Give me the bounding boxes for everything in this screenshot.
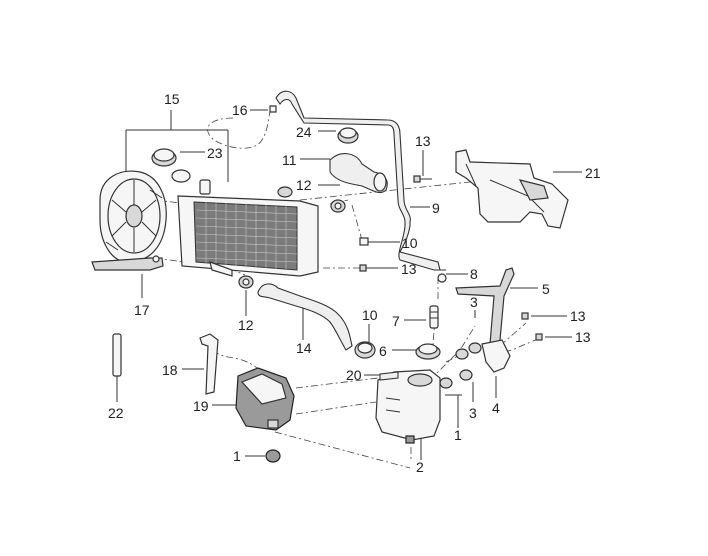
upper-hose — [329, 153, 388, 194]
cap-6 — [415, 343, 441, 360]
callout-4: 4 — [492, 400, 500, 416]
callout-12-top: 12 — [296, 177, 312, 193]
clamp-10-lower — [354, 341, 376, 359]
radiator — [177, 179, 319, 277]
bolt-13-top — [413, 175, 432, 183]
reservoir-tank — [375, 369, 441, 444]
callout-1-lower: 1 — [233, 448, 241, 464]
callout-22: 22 — [108, 405, 124, 421]
callout-19: 19 — [193, 398, 209, 414]
fitting-8 — [436, 269, 447, 283]
callout-5: 5 — [542, 281, 550, 297]
grommets — [439, 342, 482, 389]
callout-10-lower: 10 — [362, 307, 378, 323]
clamp-12-lower — [238, 275, 254, 289]
tube-22 — [112, 333, 122, 377]
callout-labels: 15 16 24 23 11 13 12 9 21 10 13 8 5 17 1… — [108, 91, 601, 475]
callout-8: 8 — [470, 266, 478, 282]
callout-3-lower: 3 — [469, 405, 477, 421]
fan-shroud — [99, 170, 167, 263]
hose-clamp-24 — [337, 127, 359, 144]
lower-hose — [257, 283, 353, 351]
bolt-10-upper — [359, 237, 369, 246]
bracket-21 — [455, 149, 569, 229]
bracket-4 — [481, 339, 511, 373]
callout-11: 11 — [282, 152, 297, 168]
radiator-cap — [151, 148, 191, 183]
callout-2: 2 — [416, 459, 424, 475]
callout-6: 6 — [379, 343, 387, 359]
callout-23: 23 — [207, 145, 223, 161]
callout-3-upper: 3 — [470, 294, 478, 310]
bolts-13-right — [521, 312, 543, 341]
valve-7 — [429, 305, 439, 329]
callout-16: 16 — [232, 102, 248, 118]
callout-10-upper: 10 — [402, 235, 418, 251]
callout-17: 17 — [134, 302, 150, 318]
callout-13-mid: 13 — [401, 261, 417, 277]
callout-9: 9 — [432, 200, 440, 216]
callout-24: 24 — [296, 124, 312, 140]
bolt-13-mid — [359, 264, 372, 272]
callout-13-right-lower: 13 — [575, 329, 591, 345]
clamp-12-top — [330, 199, 346, 213]
bracket-18 — [199, 333, 219, 395]
tank-19 — [235, 367, 295, 431]
callout-12-lower: 12 — [238, 317, 254, 333]
callout-1-right: 1 — [454, 427, 462, 443]
callout-20: 20 — [346, 367, 362, 383]
callout-15: 15 — [164, 91, 180, 107]
grommet-1-lower — [265, 449, 281, 463]
fan-bracket — [91, 255, 164, 271]
callout-18: 18 — [162, 362, 178, 378]
callout-13-top: 13 — [415, 133, 431, 149]
callout-14: 14 — [296, 340, 312, 356]
callout-7: 7 — [392, 313, 400, 329]
callout-21: 21 — [585, 165, 601, 181]
hose-20 — [379, 371, 399, 381]
callout-13-right-upper: 13 — [570, 308, 586, 324]
